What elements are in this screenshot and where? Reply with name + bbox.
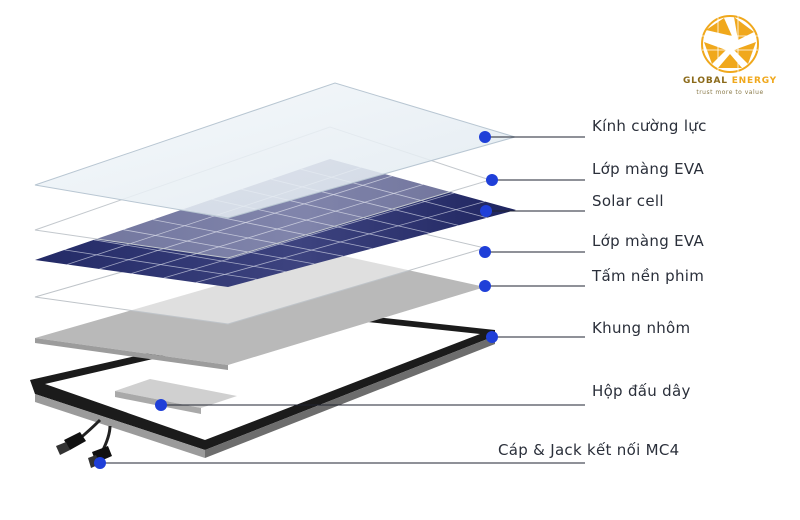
brand-name-part2: ENERGY — [731, 76, 777, 86]
label-solar-cell: Solar cell — [592, 192, 664, 210]
dot-eva-bottom — [479, 246, 491, 258]
label-frame: Khung nhôm — [592, 319, 691, 337]
dot-junction-box — [155, 399, 167, 411]
label-backsheet: Tấm nền phim — [592, 267, 705, 285]
dot-glass — [479, 131, 491, 143]
label-cable: Cáp & Jack kết nối MC4 — [498, 441, 680, 459]
brand-logo: GLOBAL ENERGY trust more to value — [668, 12, 792, 104]
aluminum-frame — [30, 312, 495, 458]
cell-grid-line — [163, 192, 455, 279]
label-eva-top: Lớp màng EVA — [592, 160, 705, 178]
solar-globe-icon — [701, 15, 759, 73]
cell-grid-line — [99, 175, 393, 270]
dot-frame — [486, 331, 498, 343]
brand-name: GLOBAL ENERGY — [668, 76, 792, 86]
label-tempered-glass: Kính cường lực — [592, 117, 707, 135]
dot-eva-top — [486, 174, 498, 186]
dot-cable — [94, 457, 106, 469]
brand-tagline: trust more to value — [696, 89, 764, 96]
marker-dots — [94, 131, 498, 469]
leader-lines — [100, 136, 585, 464]
cell-grid-line — [131, 184, 424, 274]
cell-grid-line — [195, 201, 486, 283]
dot-backsheet — [479, 280, 491, 292]
label-eva-bottom: Lớp màng EVA — [592, 232, 705, 250]
label-junction-box: Hộp đấu dây — [592, 382, 691, 400]
brand-name-part1: GLOBAL — [682, 76, 732, 86]
dot-solar-cell — [480, 205, 492, 217]
